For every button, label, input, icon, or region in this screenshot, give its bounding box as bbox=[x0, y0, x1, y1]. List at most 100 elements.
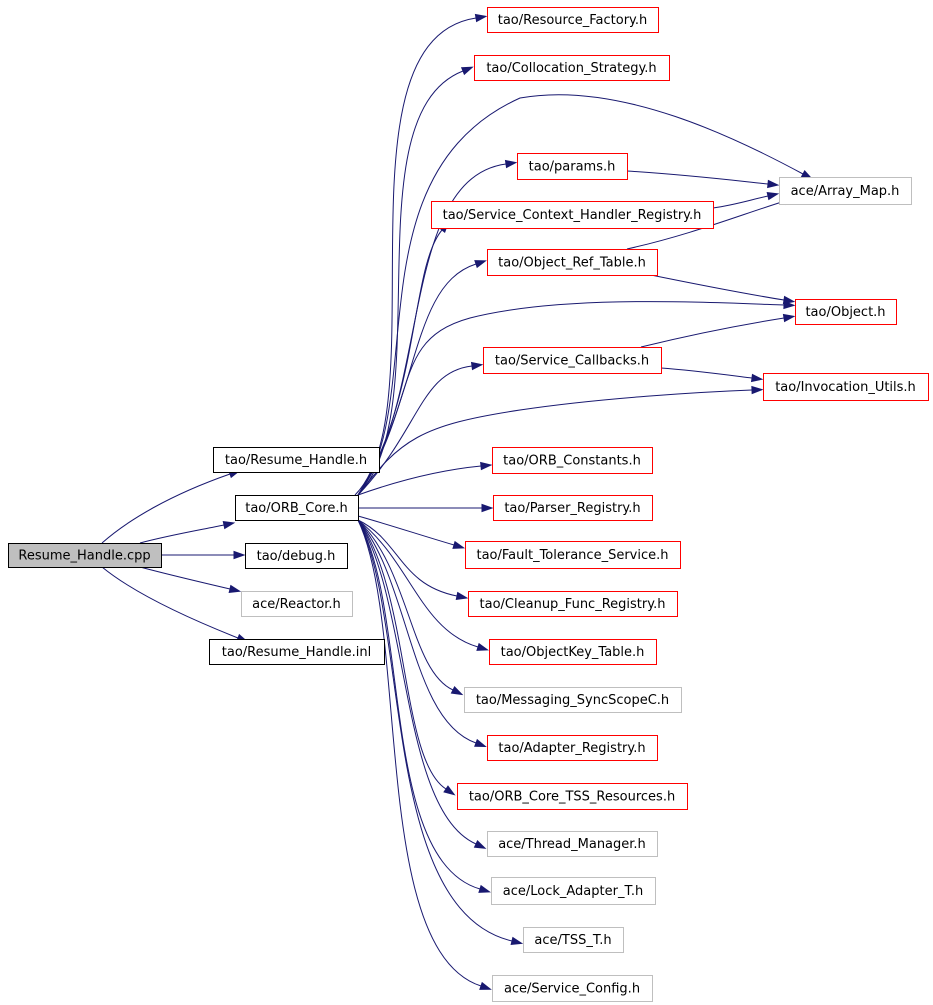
node-label: tao/Resource_Factory.h bbox=[498, 13, 648, 28]
node-box bbox=[779, 177, 912, 205]
node-resource-factory-h[interactable]: tao/Resource_Factory.h bbox=[487, 7, 659, 33]
edge-line bbox=[626, 170, 769, 185]
node-cleanup-func-registry-h[interactable]: tao/Cleanup_Func_Registry.h bbox=[468, 591, 678, 617]
node-label: tao/params.h bbox=[529, 160, 616, 175]
node-label: tao/Cleanup_Func_Registry.h bbox=[480, 597, 666, 612]
node-box bbox=[763, 373, 929, 401]
arrowhead-icon bbox=[470, 361, 484, 371]
node-parser-registry-h[interactable]: tao/Parser_Registry.h bbox=[493, 495, 653, 521]
node-adapter-registry-h[interactable]: tao/Adapter_Registry.h bbox=[487, 735, 658, 761]
edge-orb_core_h-to-adapter_registry_h bbox=[357, 519, 487, 747]
edge-orb_core_h-to-tss_t_h bbox=[357, 519, 524, 945]
edge-line bbox=[101, 566, 239, 639]
node-array-map-h[interactable]: ace/Array_Map.h bbox=[779, 177, 912, 205]
edge-line bbox=[357, 519, 481, 890]
edge-line bbox=[357, 519, 477, 744]
edge-line bbox=[354, 17, 477, 496]
arrowhead-icon bbox=[476, 642, 490, 651]
edge-line bbox=[101, 473, 231, 544]
node-service-callbacks-h[interactable]: tao/Service_Callbacks.h bbox=[483, 347, 662, 374]
edge-line bbox=[139, 524, 225, 544]
arrowhead-icon bbox=[450, 686, 464, 696]
node-label: ace/Thread_Manager.h bbox=[498, 837, 646, 852]
edge-line bbox=[357, 365, 473, 496]
node-label: tao/Messaging_SyncScopeC.h bbox=[476, 693, 669, 708]
node-collocation-strategy-h[interactable]: tao/Collocation_Strategy.h bbox=[474, 55, 670, 81]
node-box bbox=[468, 591, 678, 617]
node-label: tao/Object_Ref_Table.h bbox=[498, 256, 646, 271]
node-label: tao/Resume_Handle.inl bbox=[222, 645, 371, 660]
arrowhead-icon bbox=[233, 550, 246, 560]
node-object-ref-table-h[interactable]: tao/Object_Ref_Table.h bbox=[487, 249, 658, 276]
arrowhead-icon bbox=[474, 260, 487, 269]
node-reactor-h[interactable]: ace/Reactor.h bbox=[241, 591, 353, 617]
node-box bbox=[517, 153, 628, 180]
node-messaging-syncscopec-h[interactable]: tao/Messaging_SyncScopeC.h bbox=[464, 687, 682, 713]
node-resume-handle-inl[interactable]: tao/Resume_Handle.inl bbox=[209, 639, 385, 665]
edge-orb_core_h-to-resource_factory_h bbox=[354, 13, 488, 496]
arrowhead-icon bbox=[455, 591, 469, 601]
node-params-h[interactable]: tao/params.h bbox=[517, 153, 628, 180]
edge-root-to-resume_handle_inl bbox=[101, 566, 249, 643]
node-svc-ctx-handler-registry-h[interactable]: tao/Service_Context_Handler_Registry.h bbox=[431, 201, 714, 229]
edge-line bbox=[357, 515, 455, 546]
node-label: tao/ORB_Core.h bbox=[245, 501, 348, 516]
edge-orb_core_h-to-messaging_syncscopec_h bbox=[357, 519, 464, 696]
edge-root-to-reactor_h bbox=[139, 566, 242, 593]
node-lock-adapter-t-h[interactable]: ace/Lock_Adapter_T.h bbox=[491, 877, 656, 905]
arrowhead-icon bbox=[460, 66, 474, 76]
edges-layer bbox=[101, 13, 814, 990]
edge-orb_core_h-to-service_callbacks_h bbox=[357, 361, 484, 496]
node-label: tao/Fault_Tolerance_Service.h bbox=[476, 548, 668, 563]
node-label: tao/Parser_Registry.h bbox=[504, 501, 640, 516]
edge-line bbox=[357, 465, 482, 496]
edge-orb_core_h-to-thread_manager_h bbox=[357, 519, 487, 849]
edge-line bbox=[357, 519, 479, 648]
node-box bbox=[483, 347, 662, 374]
node-box bbox=[235, 495, 359, 521]
edge-orb_core_h-to-objectkey_table_h bbox=[357, 519, 490, 651]
node-box bbox=[493, 495, 653, 521]
node-thread-manager-h[interactable]: ace/Thread_Manager.h bbox=[487, 831, 658, 857]
node-box bbox=[491, 877, 656, 905]
edge-root-to-resume_handle_h bbox=[101, 470, 241, 544]
edge-orb_core_h-to-collocation_strategy_h bbox=[357, 66, 474, 496]
node-box bbox=[487, 831, 658, 857]
node-orb-constants-h[interactable]: tao/ORB_Constants.h bbox=[492, 447, 653, 474]
node-orb-core-h[interactable]: tao/ORB_Core.h bbox=[235, 495, 359, 521]
arrowhead-icon bbox=[222, 520, 236, 530]
node-orb-core-tss-resources-h[interactable]: tao/ORB_Core_TSS_Resources.h bbox=[457, 783, 688, 810]
node-objectkey-table-h[interactable]: tao/ObjectKey_Table.h bbox=[489, 639, 657, 665]
node-box bbox=[8, 543, 162, 568]
node-box bbox=[464, 687, 682, 713]
node-label: tao/Resume_Handle.h bbox=[225, 453, 367, 468]
node-box bbox=[492, 447, 653, 474]
node-tss-t-h[interactable]: ace/TSS_T.h bbox=[523, 927, 624, 953]
node-label: tao/Adapter_Registry.h bbox=[498, 741, 645, 756]
node-resume-handle-h[interactable]: tao/Resume_Handle.h bbox=[213, 447, 380, 473]
edge-root-to-debug_h bbox=[161, 550, 246, 560]
node-service-config-h[interactable]: ace/Service_Config.h bbox=[492, 975, 653, 1002]
node-fault-tolerance-service-h[interactable]: tao/Fault_Tolerance_Service.h bbox=[465, 541, 681, 569]
edge-line bbox=[357, 519, 458, 597]
node-box bbox=[487, 249, 658, 276]
node-label: tao/Collocation_Strategy.h bbox=[486, 61, 656, 76]
edge-orb_core_h-to-orb_constants_h bbox=[357, 461, 493, 496]
node-invocation-utils-h[interactable]: tao/Invocation_Utils.h bbox=[763, 373, 929, 401]
arrowhead-icon bbox=[750, 373, 764, 383]
arrowhead-icon bbox=[452, 540, 466, 549]
arrowhead-icon bbox=[782, 295, 796, 305]
node-label: tao/ORB_Core_TSS_Resources.h bbox=[469, 790, 675, 805]
edge-line bbox=[712, 195, 769, 209]
edge-orb_core_h-to-invocation_utils_h bbox=[357, 385, 764, 496]
edge-orb_core_h-to-lock_adapter_t_h bbox=[357, 519, 492, 893]
edge-line bbox=[357, 519, 454, 691]
arrowhead-icon bbox=[510, 936, 524, 945]
node-object-h[interactable]: tao/Object.h bbox=[795, 299, 897, 325]
node-box bbox=[487, 7, 659, 33]
node-box bbox=[431, 201, 714, 229]
node-label: ace/TSS_T.h bbox=[534, 933, 611, 948]
node-label: ace/Lock_Adapter_T.h bbox=[503, 884, 643, 899]
node-debug-h[interactable]: tao/debug.h bbox=[245, 543, 348, 569]
